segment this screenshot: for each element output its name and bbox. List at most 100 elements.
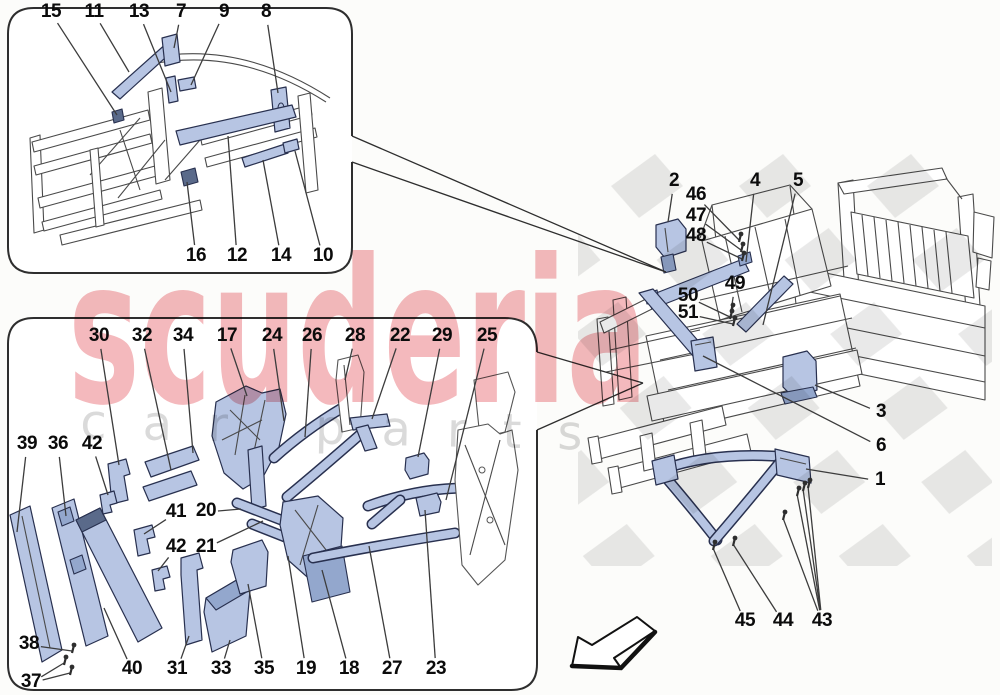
callout-label-11: 11 — [84, 0, 104, 22]
leader-line — [227, 135, 237, 246]
callout-label-34: 34 — [172, 324, 194, 346]
leader-line — [667, 193, 673, 223]
part-beam-24 — [270, 404, 346, 462]
part-beam-36 — [51, 498, 109, 647]
callout-label-40: 40 — [121, 657, 143, 679]
leader-line — [267, 24, 279, 94]
callout-label-6: 6 — [875, 434, 887, 456]
leader-line — [16, 456, 27, 533]
leader-line — [424, 509, 436, 659]
body-elements-inset-box — [7, 317, 644, 691]
callout-label-7: 7 — [175, 0, 187, 22]
leader-line — [230, 348, 248, 397]
checker-watermark — [578, 152, 992, 566]
callout-label-42: 42 — [165, 535, 187, 557]
leader-line — [712, 547, 741, 612]
leader-line — [40, 662, 65, 678]
leader-lines-layer — [16, 22, 871, 681]
leader-line — [217, 508, 242, 512]
leader-line — [142, 23, 172, 93]
leader-line — [180, 635, 190, 659]
leader-line — [745, 193, 755, 263]
leader-line — [344, 348, 353, 381]
leader-line — [705, 223, 742, 251]
fastener-head-icon — [782, 509, 788, 515]
callout-label-9: 9 — [218, 0, 230, 22]
leader-line — [223, 639, 231, 659]
fastener-head-icon — [712, 539, 718, 545]
leader-line — [99, 22, 130, 73]
fastener-head-icon — [729, 308, 735, 314]
fastener-head-icon — [741, 250, 747, 256]
fastener-head-icon — [807, 477, 813, 483]
part-bracket-41 — [133, 524, 156, 557]
fastener-head-icon — [71, 642, 77, 648]
callout-label-13: 13 — [128, 0, 150, 22]
callout-label-44: 44 — [772, 609, 794, 631]
callout-label-12: 12 — [226, 244, 248, 266]
leader-line — [698, 301, 731, 318]
callout-label-32: 32 — [131, 324, 153, 346]
leader-line — [371, 348, 397, 420]
leader-line — [706, 241, 743, 260]
leader-line — [796, 493, 821, 611]
leader-line — [58, 456, 67, 517]
part-beam-32 — [144, 445, 200, 478]
leader-line — [262, 159, 280, 246]
callout-label-33: 33 — [210, 657, 232, 679]
callout-label-30: 30 — [88, 324, 110, 346]
leader-line — [100, 348, 120, 466]
part-beam-14 — [241, 143, 289, 168]
leader-line — [287, 555, 305, 659]
leader-line — [417, 348, 441, 458]
callout-label-35: 35 — [253, 657, 275, 679]
leader-line — [762, 193, 796, 326]
callout-label-24: 24 — [261, 324, 283, 346]
leader-line — [273, 348, 285, 422]
callout-label-2: 2 — [668, 169, 680, 191]
leader-line — [143, 519, 167, 535]
leader-line — [805, 468, 869, 480]
callout-label-27: 27 — [381, 657, 403, 679]
leader-line — [247, 583, 263, 659]
callout-label-23: 23 — [425, 657, 447, 679]
leader-line — [732, 543, 778, 613]
callout-label-17: 17 — [216, 324, 238, 346]
callout-label-15: 15 — [40, 0, 62, 22]
callout-label-49: 49 — [724, 272, 746, 294]
leader-line — [186, 181, 196, 246]
callout-label-14: 14 — [270, 244, 292, 266]
callout-label-37: 37 — [20, 670, 42, 692]
callout-label-20: 20 — [195, 499, 217, 521]
body-elements-art — [9, 354, 519, 663]
leader-line — [814, 384, 871, 409]
part-clip-42b — [151, 565, 171, 592]
part-beam-34 — [142, 470, 198, 502]
callout-label-29: 29 — [431, 324, 453, 346]
part-beam-26 — [283, 428, 367, 501]
watermark-brand: scuderia — [68, 217, 648, 450]
fastener-head-icon — [732, 315, 738, 321]
part-block-23 — [415, 492, 442, 517]
callout-label-45: 45 — [734, 609, 756, 631]
part-pillar-31 — [180, 552, 204, 646]
leader-line — [702, 355, 871, 443]
callout-label-4: 4 — [749, 169, 761, 191]
callout-label-10: 10 — [312, 244, 334, 266]
callout-label-48: 48 — [685, 224, 707, 246]
leader-line — [807, 485, 822, 611]
front-structures-inset-box — [7, 7, 667, 274]
leader-line — [703, 204, 740, 241]
fastener-head-icon — [63, 654, 69, 660]
callout-label-31: 31 — [166, 657, 188, 679]
callout-label-16: 16 — [185, 244, 207, 266]
callout-label-43: 43 — [811, 609, 833, 631]
leader-line — [183, 348, 194, 454]
part-bracket-22 — [349, 413, 391, 431]
leader-line — [699, 315, 734, 325]
part-block-29 — [404, 452, 430, 480]
callout-label-19: 19 — [295, 657, 317, 679]
fastener-head-icon — [802, 480, 808, 486]
fastener-head-icon — [732, 535, 738, 541]
